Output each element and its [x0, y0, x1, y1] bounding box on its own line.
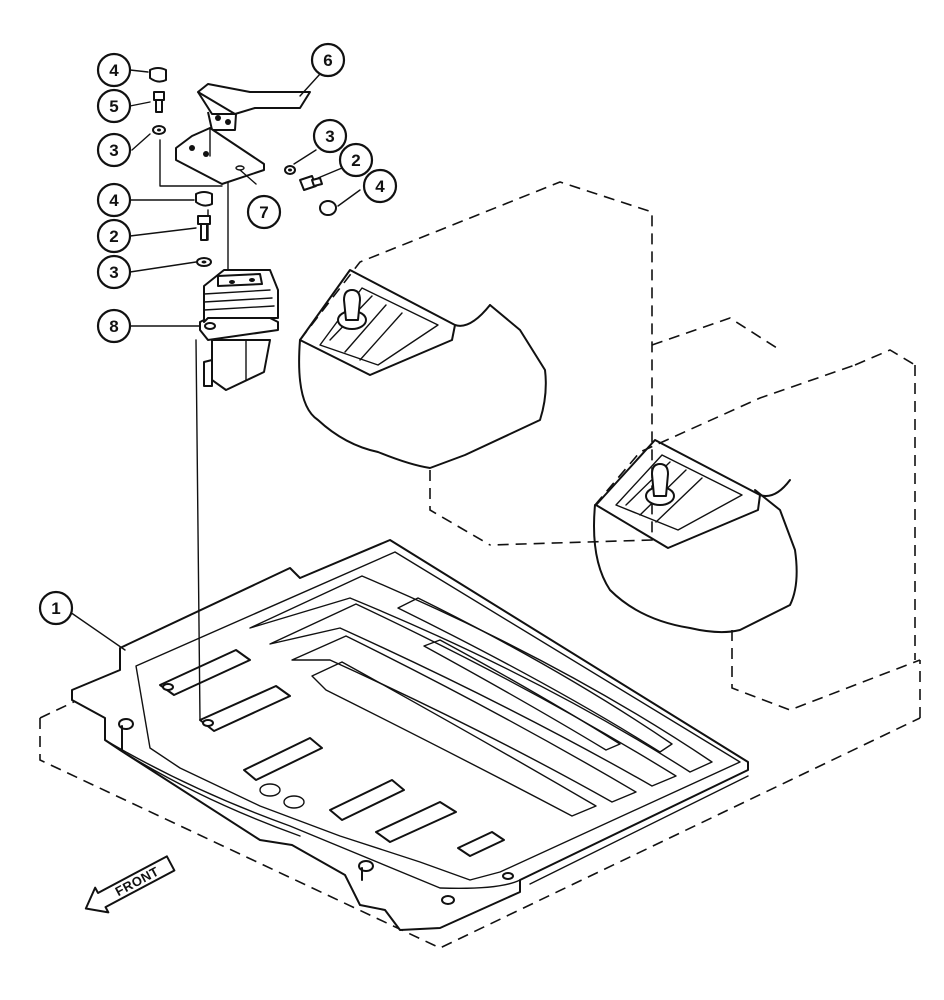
- hardware: [149, 67, 337, 267]
- callout-6: 6: [310, 42, 346, 78]
- front-arrow: FRONT: [84, 855, 176, 914]
- pedal-part: [197, 83, 311, 131]
- right-seat: [593, 439, 798, 634]
- left-cab-outline: [299, 181, 781, 546]
- svg-text:4: 4: [375, 177, 385, 196]
- svg-text:4: 4: [109, 191, 119, 210]
- callout-2-right: 2: [338, 142, 374, 178]
- bracket-part: [175, 127, 265, 185]
- callout-7: 7: [246, 194, 282, 230]
- callout-3-mid: 3: [96, 254, 132, 290]
- svg-text:3: 3: [325, 127, 334, 146]
- callout-1: 1: [38, 590, 74, 626]
- left-seat: [298, 269, 547, 469]
- right-cab-outline: [594, 349, 921, 711]
- leader-lines: [69, 69, 361, 651]
- floor-mat: [71, 539, 749, 931]
- svg-text:7: 7: [259, 203, 268, 222]
- callout-3-right: 3: [312, 118, 348, 154]
- svg-text:3: 3: [109, 141, 118, 160]
- svg-text:1: 1: [51, 599, 60, 618]
- callout-2-mid: 2: [96, 218, 132, 254]
- callout-4-top-left: 4: [96, 52, 132, 88]
- switch-part: [199, 269, 279, 391]
- svg-text:8: 8: [109, 317, 118, 336]
- callout-4-right: 4: [362, 168, 398, 204]
- callout-3-top-left: 3: [96, 132, 132, 168]
- svg-text:2: 2: [109, 227, 118, 246]
- svg-text:4: 4: [109, 61, 119, 80]
- svg-text:5: 5: [109, 97, 118, 116]
- svg-text:2: 2: [351, 151, 360, 170]
- svg-text:6: 6: [323, 51, 332, 70]
- callout-5: 5: [96, 88, 132, 124]
- callout-8: 8: [96, 308, 132, 344]
- callout-4-mid: 4: [96, 182, 132, 218]
- svg-text:3: 3: [109, 263, 118, 282]
